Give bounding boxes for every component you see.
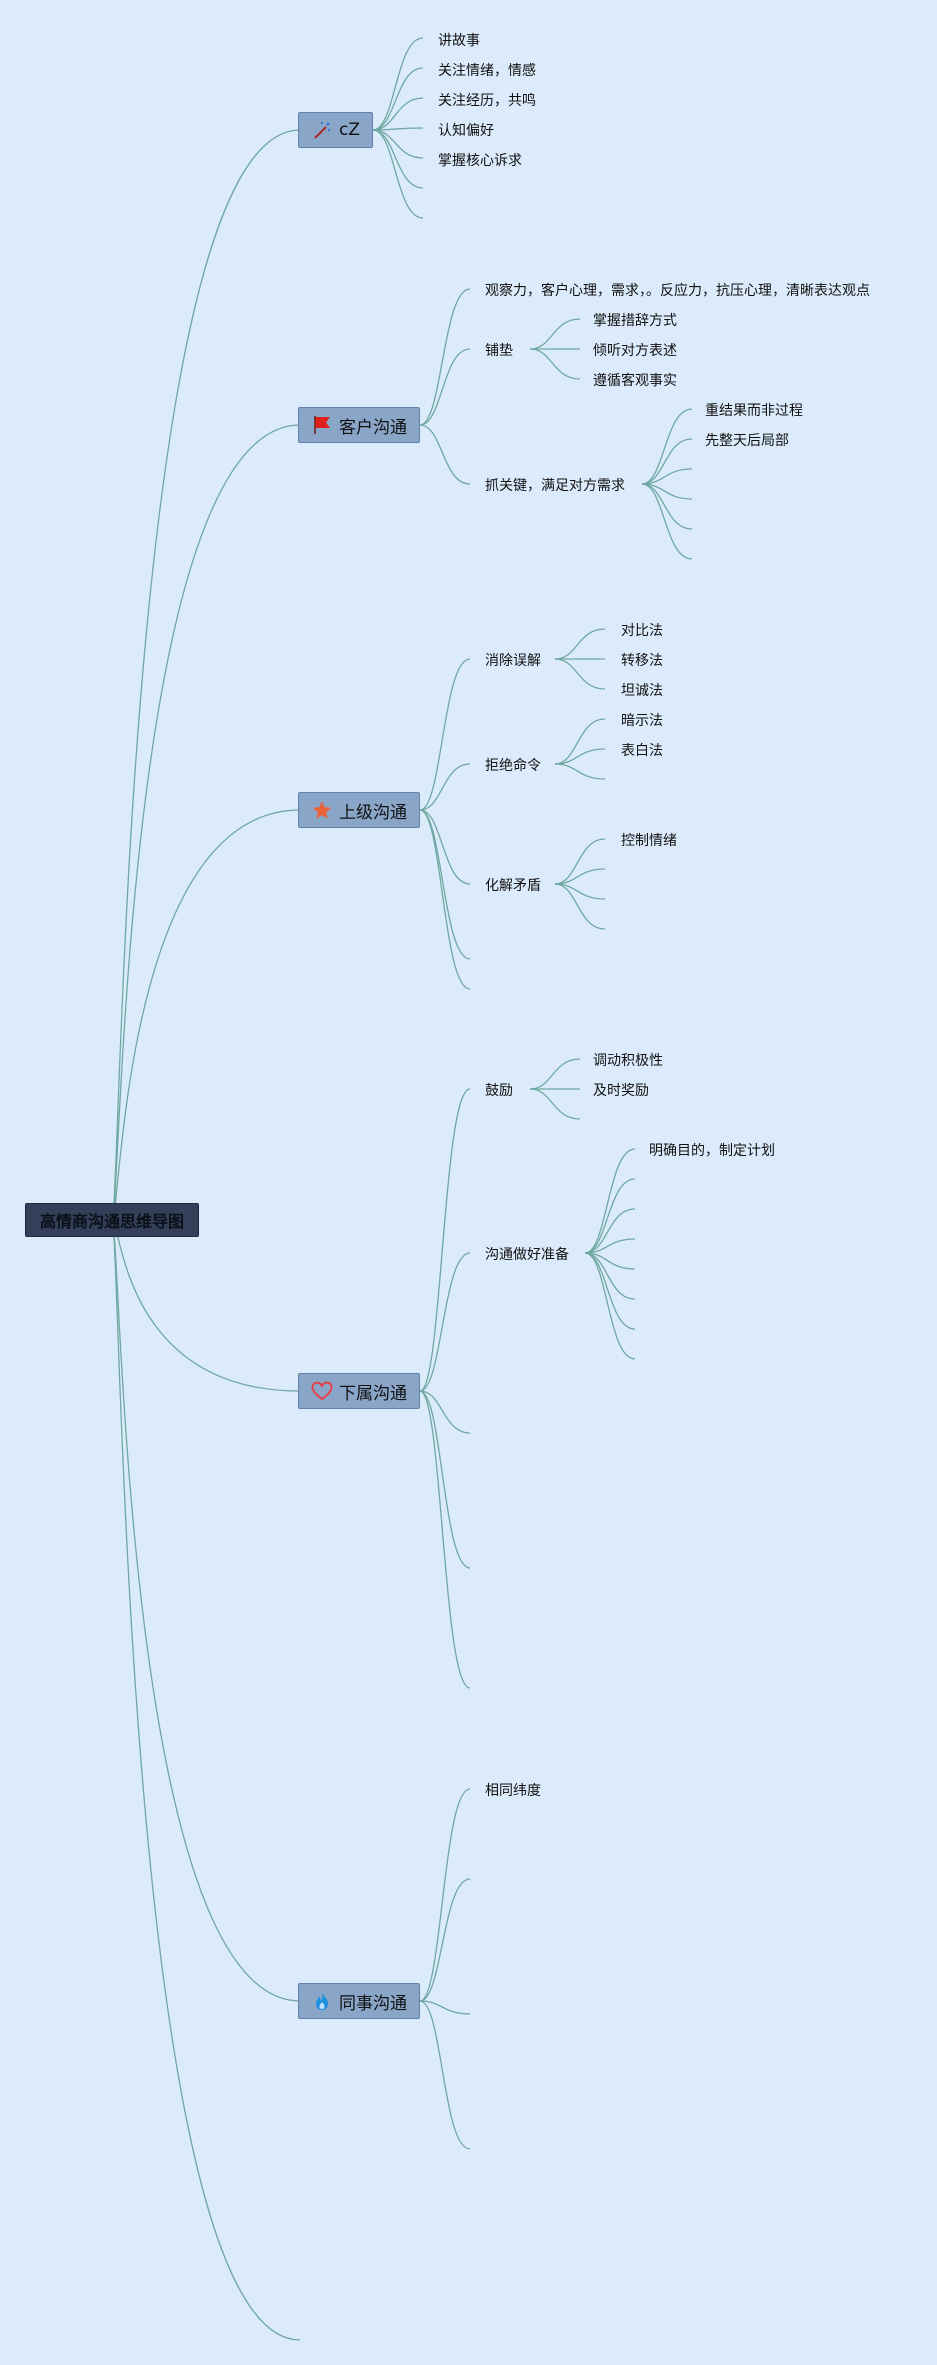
branch-label: 客户沟通 [339,417,407,438]
leaf-item[interactable]: 讲故事 [438,33,480,49]
leaf-key[interactable]: 抓关键，满足对方需求 [485,478,625,494]
leaf-prepare[interactable]: 沟通做好准备 [485,1247,569,1263]
leaf-item[interactable]: 及时奖励 [593,1083,649,1099]
connector-line [554,868,606,885]
connector-line [584,1148,636,1254]
connector-line [529,1088,581,1120]
leaf-same[interactable]: 相同纬度 [485,1783,541,1799]
leaf-item[interactable]: 认知偏好 [438,123,494,139]
leaf-conflict[interactable]: 化解矛盾 [485,878,541,894]
leaf-item[interactable]: 明确目的，制定计划 [649,1143,775,1159]
root-node[interactable]: 高情商沟通思维导图 [25,1203,199,1237]
connector-line [419,1390,471,1434]
leaf-item[interactable]: 倾听对方表述 [593,343,677,359]
connector-line [641,483,693,530]
leaf-pave[interactable]: 铺垫 [485,343,513,359]
connector-line [419,1088,471,1392]
connector-line [372,97,424,131]
branch-node-superior[interactable]: 上级沟通 [298,792,420,828]
connector-line [584,1252,636,1360]
leaf-item[interactable]: 遵循客观事实 [593,373,677,389]
connector-line [529,318,581,350]
connector-line [641,408,693,485]
connector-line [372,37,424,131]
connector-line [419,2000,471,2150]
connector-line [554,883,606,930]
leaf-item[interactable]: 表白法 [621,743,663,759]
leaf-item[interactable]: 关注情绪，情感 [438,63,536,79]
connector-line [554,748,606,765]
connector-line [641,483,693,560]
connector-line [584,1208,636,1254]
connector-line [554,718,606,765]
connector-line [419,658,471,811]
branch-node-subordinate[interactable]: 下属沟通 [298,1373,420,1409]
leaf-item[interactable]: 调动积极性 [593,1053,663,1069]
connector-line [419,1878,471,2002]
leaf-item[interactable]: 对比法 [621,623,663,639]
connector-line [584,1238,636,1254]
branch-node-cz[interactable]: cZ [298,112,373,148]
leaf-refuse[interactable]: 拒绝命令 [485,758,541,774]
leaf-item[interactable]: 先整天后局部 [705,433,789,449]
connector-line [111,424,301,1221]
connector-line [419,1788,471,2002]
connector-line [419,809,471,990]
connector-line [584,1252,636,1330]
connector-line [641,468,693,485]
leaf-item[interactable]: 暗示法 [621,713,663,729]
connector-line [372,129,424,219]
connector-line [372,67,424,131]
magic-wand-icon [314,121,331,139]
leaf-item[interactable]: 掌握核心诉求 [438,153,522,169]
connector-line [419,348,471,426]
connector-line [641,438,693,485]
connector-line [554,628,606,660]
connector-line [554,658,606,690]
branch-label: 同事沟通 [339,1993,407,2014]
connector-line [419,763,471,811]
leaf-item[interactable]: 坦诚法 [621,683,663,699]
connector-line [419,809,471,960]
connector-line [419,288,471,426]
connector-line [419,1390,471,1689]
heart-icon [311,1381,333,1401]
connector-line [529,1058,581,1090]
leaf-item[interactable]: 关注经历，共鸣 [438,93,536,109]
branch-label: cZ [339,120,360,140]
red-flag-icon [314,416,330,434]
leaf-item[interactable]: 重结果而非过程 [705,403,803,419]
connector-line [529,348,581,380]
leaf-item[interactable]: 转移法 [621,653,663,669]
connector-line [111,129,301,1221]
leaf-encourage[interactable]: 鼓励 [485,1083,513,1099]
leaf-item[interactable]: 掌握措辞方式 [593,313,677,329]
connector-line [554,838,606,885]
branch-node-colleague[interactable]: 同事沟通 [298,1983,420,2019]
connector-line [419,1252,471,1392]
connector-line [584,1178,636,1254]
connector-line [111,1219,301,2002]
connector-line [554,763,606,780]
flame-icon [316,1992,328,2010]
leaf-item[interactable]: 控制情绪 [621,833,677,849]
branch-label: 上级沟通 [339,802,407,823]
connector-line [419,1390,471,1569]
connector-line [111,1219,301,1392]
star-icon [312,801,332,819]
root-label: 高情商沟通思维导图 [39,1212,184,1231]
connector-line [584,1252,636,1300]
leaf-misunderstand[interactable]: 消除误解 [485,653,541,669]
branch-node-customer[interactable]: 客户沟通 [298,407,420,443]
connector-line [419,424,471,485]
connector-line [419,2000,471,2015]
connector-line [419,809,471,885]
connector-line [111,809,301,1221]
branch-label: 下属沟通 [339,1383,407,1404]
leaf-observe[interactable]: 观察力，客户心理，需求，。反应力，抗压心理，清晰表达观点 [485,283,870,299]
connector-line [111,1219,301,2341]
